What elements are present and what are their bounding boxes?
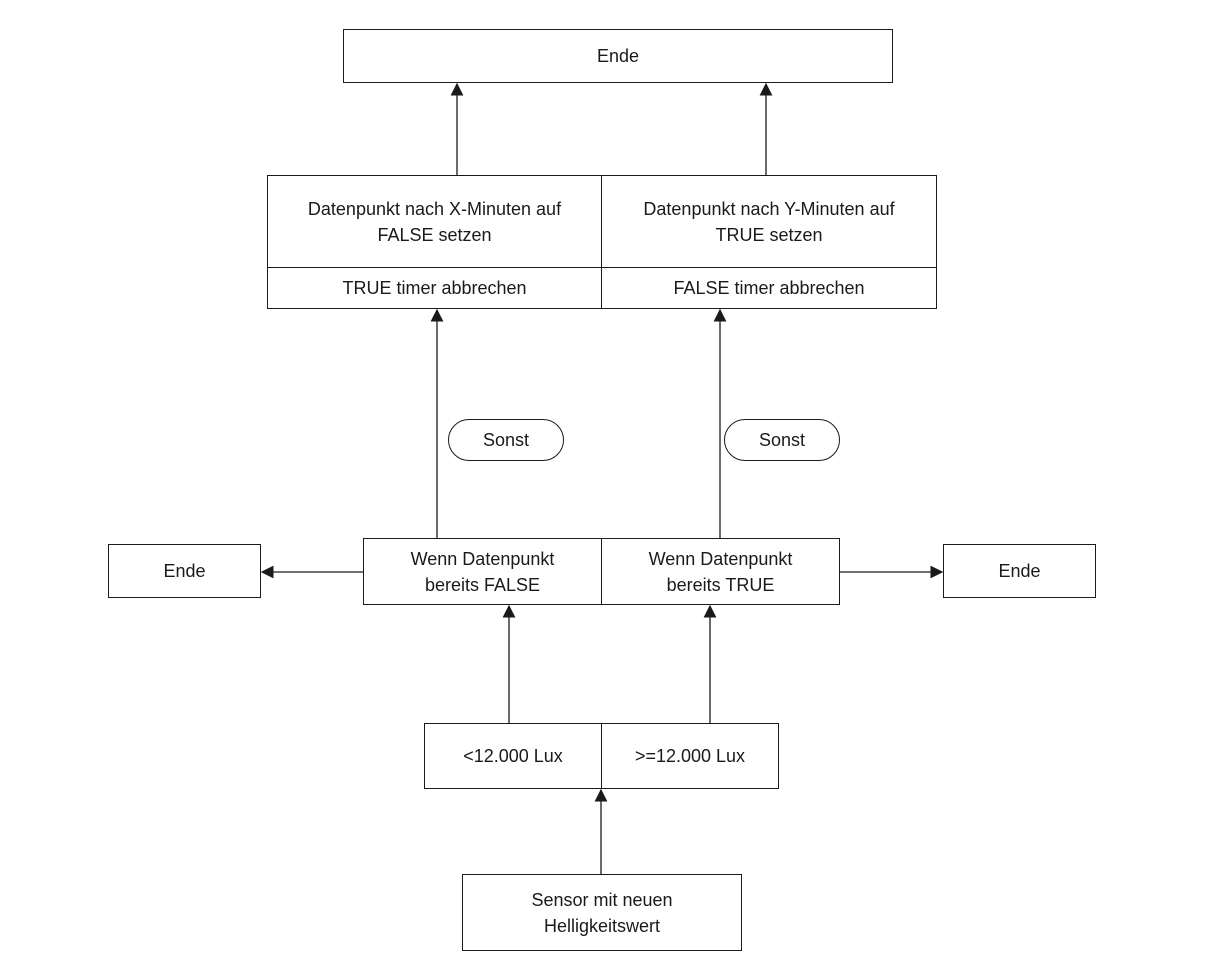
action-divider: [601, 175, 602, 309]
left-action-sub-text: TRUE timer abbrechen: [342, 278, 527, 298]
right-else-label: Sonst: [724, 419, 840, 461]
right-action-sub-text: FALSE timer abbrechen: [673, 278, 865, 298]
right-end-label: Ende: [998, 561, 1041, 581]
right-end-box: Ende: [943, 544, 1096, 598]
right-else-text: Sonst: [758, 429, 806, 450]
left-else-label: Sonst: [448, 419, 564, 461]
check-divider: [601, 538, 602, 605]
left-action-main-text: Datenpunkt nach X-Minuten auf FALSE setz…: [307, 198, 562, 245]
left-else-text: Sonst: [482, 429, 530, 450]
action-subdivider: [267, 267, 937, 268]
check-true-text: Wenn Datenpunkt bereits TRUE: [648, 548, 793, 595]
above-threshold-text: >=12.000 Lux: [634, 746, 746, 766]
below-threshold: <12.000 Lux: [425, 724, 601, 788]
check-false: Wenn Datenpunkt bereits FALSE: [364, 539, 601, 604]
top-end-label: Ende: [596, 46, 640, 66]
above-threshold: >=12.000 Lux: [602, 724, 778, 788]
left-action-main: Datenpunkt nach X-Minuten auf FALSE setz…: [268, 176, 601, 267]
right-action-main-text: Datenpunkt nach Y-Minuten auf TRUE setze…: [643, 198, 895, 245]
threshold-divider: [601, 723, 602, 789]
right-action-main: Datenpunkt nach Y-Minuten auf TRUE setze…: [602, 176, 936, 267]
sensor-label: Sensor mit neuen Helligkeitswert: [531, 889, 673, 936]
action-boxes: [267, 175, 937, 309]
check-false-text: Wenn Datenpunkt bereits FALSE: [410, 548, 555, 595]
top-end-box: Ende: [343, 29, 893, 83]
below-threshold-text: <12.000 Lux: [463, 746, 563, 766]
left-end-label: Ende: [163, 561, 206, 581]
sensor-box: Sensor mit neuen Helligkeitswert: [462, 874, 742, 951]
left-end-box: Ende: [108, 544, 261, 598]
check-true: Wenn Datenpunkt bereits TRUE: [602, 539, 839, 604]
right-action-sub: FALSE timer abbrechen: [602, 268, 936, 308]
left-action-sub: TRUE timer abbrechen: [268, 268, 601, 308]
